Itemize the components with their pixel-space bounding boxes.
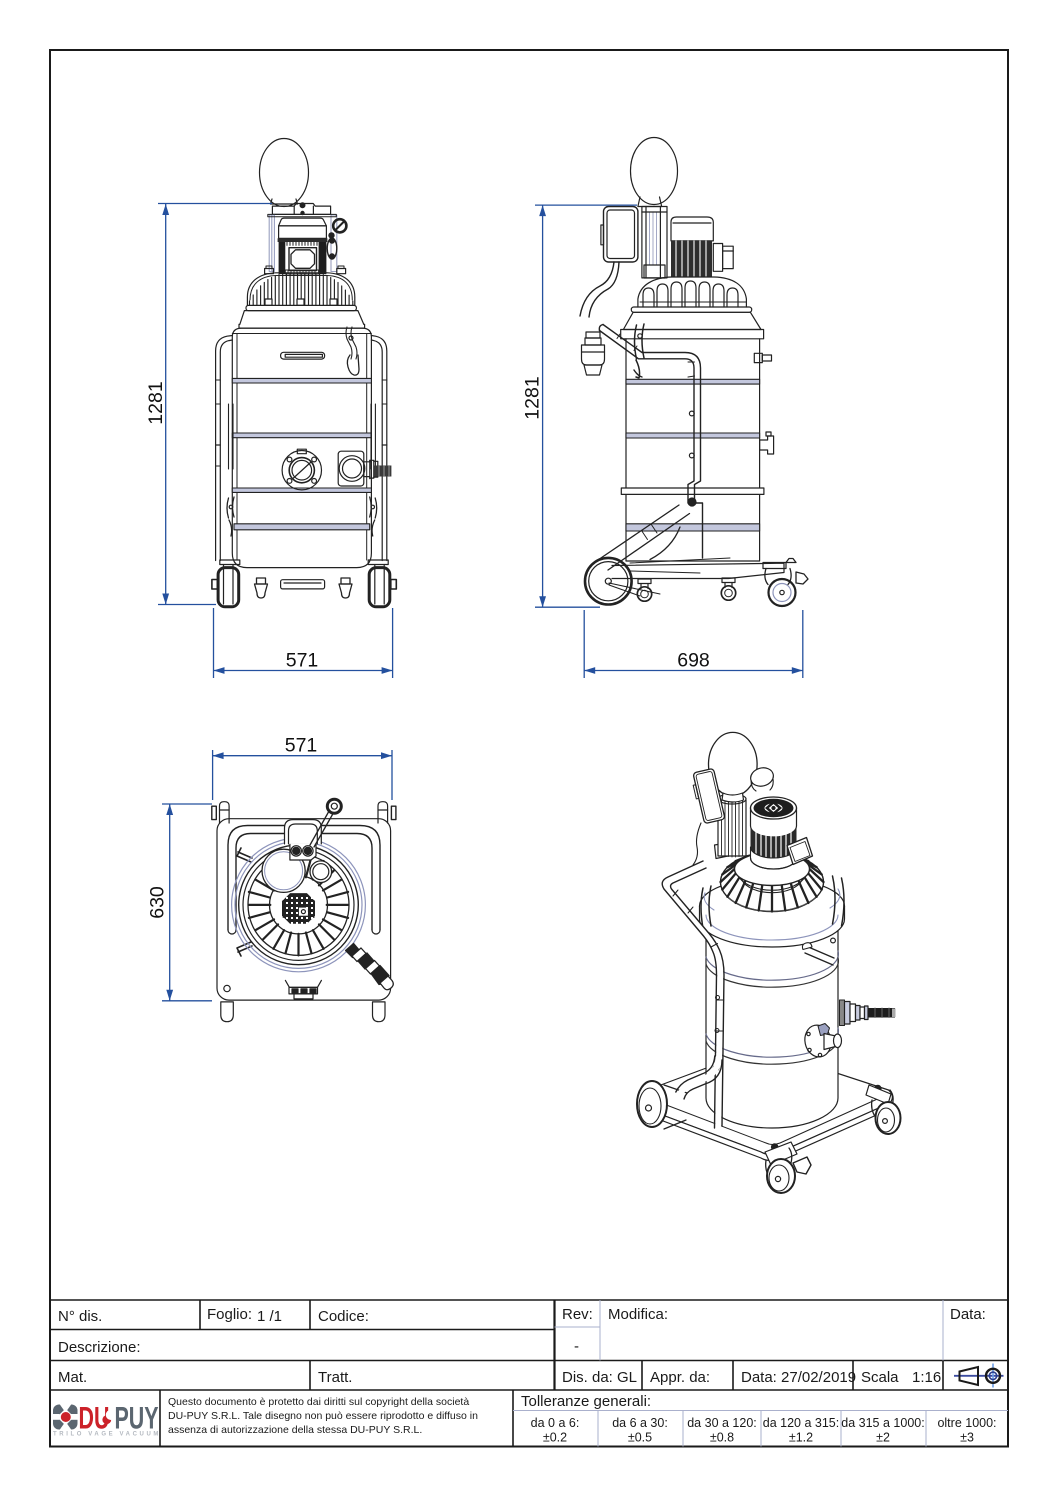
svg-text:±2: ±2 [876,1431,890,1445]
svg-text:571: 571 [286,650,319,672]
svg-text:1 /1: 1 /1 [257,1308,282,1325]
svg-text:Questo documento è protetto da: Questo documento è protetto dai diritti … [168,1396,469,1408]
svg-text:TRILO VAGE VACUUM: TRILO VAGE VACUUM [53,1432,161,1438]
svg-text:Descrizione:: Descrizione: [58,1339,141,1356]
svg-text:PUY: PUY [115,1401,159,1436]
svg-text:Scala: Scala [861,1369,899,1386]
svg-text:N° dis.: N° dis. [58,1308,102,1325]
svg-text:da 315 a 1000:: da 315 a 1000: [841,1416,924,1430]
svg-text:630: 630 [147,886,169,919]
svg-text:Rev:: Rev: [562,1306,593,1323]
svg-text:±0.2: ±0.2 [543,1431,567,1445]
svg-text:Tratt.: Tratt. [318,1369,352,1386]
svg-text:da 6 a 30:: da 6 a 30: [612,1416,668,1430]
svg-text:Foglio:: Foglio: [207,1306,252,1323]
svg-text:oltre 1000:: oltre 1000: [937,1416,996,1430]
svg-text:1:16: 1:16 [912,1369,941,1386]
svg-text:da 30 a 120:: da 30 a 120: [687,1416,757,1430]
svg-text:da 0 a 6:: da 0 a 6: [531,1416,580,1430]
svg-text:Codice:: Codice: [318,1308,369,1325]
svg-text:Appr. da:: Appr. da: [650,1369,710,1386]
svg-text:±1.2: ±1.2 [789,1431,813,1445]
svg-text:698: 698 [677,650,710,672]
svg-text:1281: 1281 [522,376,544,419]
svg-text:571: 571 [285,735,318,757]
svg-text:1281: 1281 [145,381,167,424]
svg-text:Modifica:: Modifica: [608,1306,668,1323]
svg-text:Dis. da: GL: Dis. da: GL [562,1369,637,1386]
svg-text:Tolleranze generali:: Tolleranze generali: [521,1393,651,1410]
svg-text:DU-PUY S.R.L. Tale disegno non: DU-PUY S.R.L. Tale disegno non può esser… [168,1410,478,1422]
svg-text:±0.5: ±0.5 [628,1431,652,1445]
svg-text:Data: 27/02/2019: Data: 27/02/2019 [741,1369,856,1386]
svg-text:da 120 a 315:: da 120 a 315: [763,1416,839,1430]
svg-text:-: - [574,1338,579,1355]
svg-text:assenza di autorizzazione dell: assenza di autorizzazione della stessa D… [168,1424,422,1436]
svg-text:Mat.: Mat. [58,1369,87,1386]
svg-text:±3: ±3 [960,1431,974,1445]
svg-text:Data:: Data: [950,1306,986,1323]
svg-text:±0.8: ±0.8 [710,1431,734,1445]
